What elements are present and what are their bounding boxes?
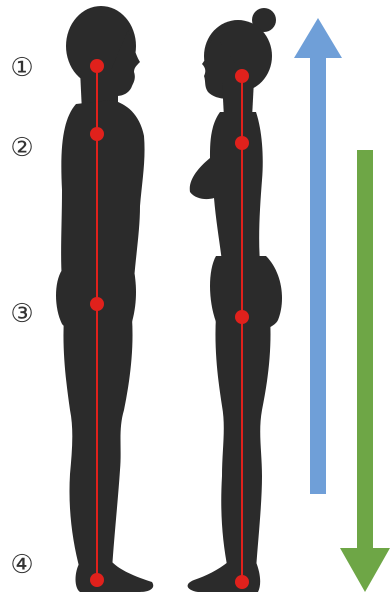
male-point-ear — [90, 59, 104, 73]
marker-2: ② — [8, 134, 36, 162]
male-point-shoulder — [90, 127, 104, 141]
down-arrow — [340, 150, 390, 592]
male-point-ankle — [90, 573, 104, 587]
female-point-hip — [235, 310, 249, 324]
female-point-ear — [235, 69, 249, 83]
marker-1: ① — [8, 54, 36, 82]
female-silhouette — [188, 8, 282, 592]
female-point-shoulder — [235, 136, 249, 150]
marker-4: ④ — [8, 551, 36, 579]
marker-3: ③ — [8, 300, 36, 328]
female-point-ankle — [235, 575, 249, 589]
male-silhouette — [56, 6, 153, 592]
male-point-hip — [90, 297, 104, 311]
up-arrow — [294, 18, 342, 494]
